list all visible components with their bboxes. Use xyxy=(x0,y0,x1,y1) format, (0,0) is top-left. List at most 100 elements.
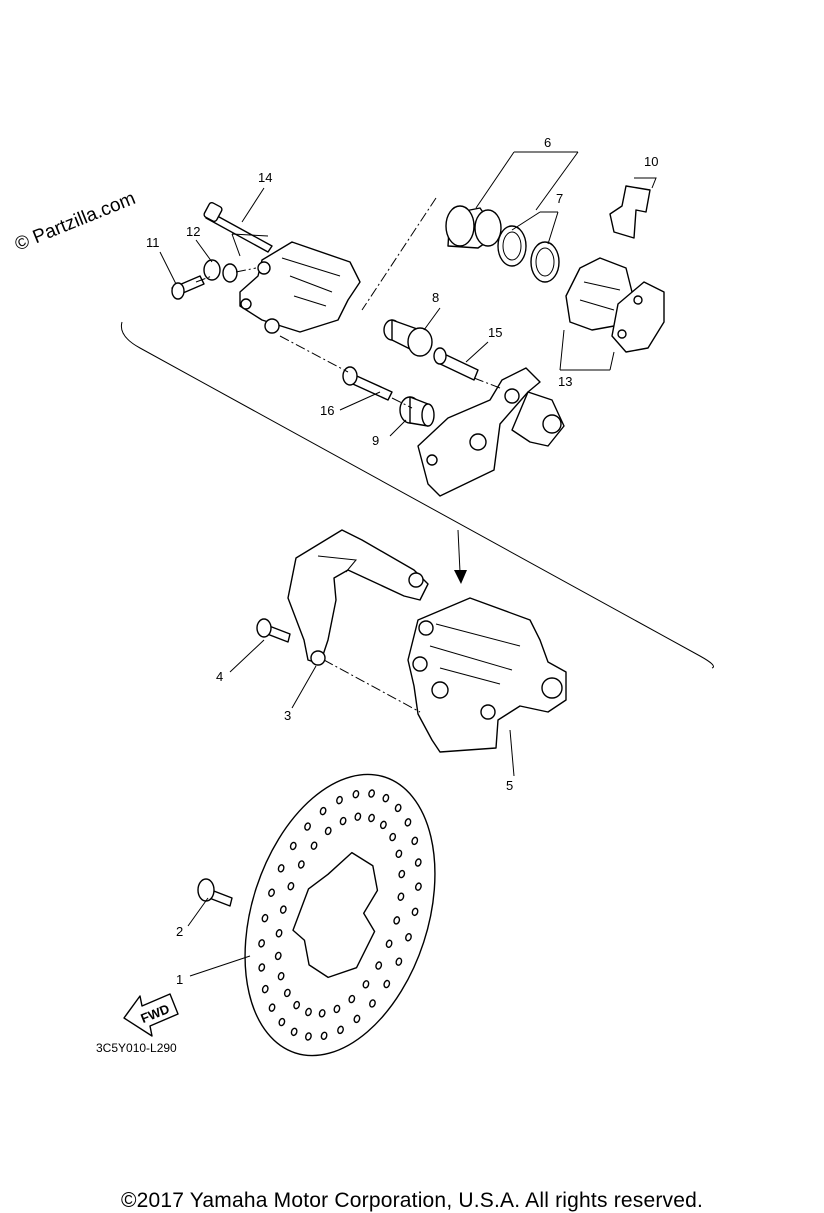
vent-hole xyxy=(290,1027,298,1037)
part-9-boot xyxy=(399,396,435,427)
part-caliper-body-upper xyxy=(239,241,361,334)
callout-6: 6 xyxy=(544,135,551,150)
vent-hole xyxy=(293,1000,301,1010)
assembly-arrow xyxy=(454,529,467,584)
callout-10: 10 xyxy=(644,154,658,169)
vent-hole xyxy=(279,905,287,914)
alignment-line xyxy=(323,659,421,713)
vent-hole xyxy=(305,1007,312,1017)
vent-hole xyxy=(362,980,370,989)
callout-2: 2 xyxy=(176,924,183,939)
vent-hole xyxy=(404,818,412,827)
part-2-bolt xyxy=(197,878,233,907)
vent-hole xyxy=(382,793,390,803)
part-caliper-bracket-upper xyxy=(417,367,565,497)
leader-lines xyxy=(159,151,657,977)
vent-hole xyxy=(310,841,318,850)
vent-hole xyxy=(368,789,375,798)
part-11-bleed-screw xyxy=(171,275,205,300)
callout-13: 13 xyxy=(558,374,572,389)
vent-hole xyxy=(383,979,391,989)
vent-hole xyxy=(398,869,406,879)
part-15-pin xyxy=(433,347,479,381)
vent-hole xyxy=(352,789,360,799)
part-10-pad-spring xyxy=(609,185,651,239)
vent-hole xyxy=(368,813,375,823)
vent-hole xyxy=(268,888,275,897)
vent-hole xyxy=(414,882,422,891)
part-14-bolt xyxy=(203,202,273,253)
vent-hole xyxy=(337,1025,344,1035)
vent-hole xyxy=(278,1017,286,1027)
callout-4: 4 xyxy=(216,669,223,684)
vent-hole xyxy=(395,849,403,859)
vent-hole xyxy=(339,816,347,826)
vent-hole xyxy=(277,864,285,873)
callout-14: 14 xyxy=(258,170,272,185)
vent-hole xyxy=(348,994,356,1004)
vent-hole xyxy=(304,822,311,831)
alignment-line xyxy=(473,377,501,389)
vent-hole xyxy=(405,933,412,942)
copyright-notice: ©2017 Yamaha Motor Corporation, U.S.A. A… xyxy=(120,1189,704,1212)
part-3-caliper-bracket xyxy=(287,529,429,666)
vent-hole xyxy=(258,939,266,948)
callout-3: 3 xyxy=(284,708,291,723)
part-6-piston xyxy=(445,205,502,249)
vent-hole xyxy=(261,913,269,923)
part-5-caliper-assembly xyxy=(407,597,567,753)
callout-11: 11 xyxy=(146,235,160,250)
part-13-brake-pads xyxy=(565,257,665,353)
part-7-seals xyxy=(497,225,560,283)
vent-hole xyxy=(414,858,422,867)
vent-hole xyxy=(389,832,397,842)
vent-hole xyxy=(411,907,419,917)
vent-hole xyxy=(393,916,401,925)
vent-hole xyxy=(397,892,405,901)
vent-hole xyxy=(324,826,332,836)
fwd-arrow-icon: FWD xyxy=(123,993,179,1037)
callout-7: 7 xyxy=(556,191,563,206)
part-1-brake-disc xyxy=(244,773,436,1057)
vent-hole xyxy=(369,999,376,1008)
vent-hole xyxy=(319,806,327,816)
part-8-boot xyxy=(383,319,433,357)
callout-8: 8 xyxy=(432,290,439,305)
part-16-pin xyxy=(342,366,393,401)
diagram-code: 3C5Y010-L290 xyxy=(96,1041,177,1055)
vent-hole xyxy=(289,841,297,851)
vent-hole xyxy=(379,820,387,830)
vent-hole xyxy=(305,1032,312,1041)
vent-hole xyxy=(336,795,343,805)
exploded-view-boundary xyxy=(120,321,714,669)
vent-hole xyxy=(394,803,402,813)
alignment-line xyxy=(361,197,437,311)
vent-hole xyxy=(318,1009,326,1018)
vent-hole xyxy=(277,971,285,981)
vent-hole xyxy=(333,1004,341,1014)
alignment-line xyxy=(235,267,257,273)
callout-15: 15 xyxy=(488,325,502,340)
vent-hole xyxy=(274,951,282,961)
callout-1: 1 xyxy=(176,972,183,987)
callout-16: 16 xyxy=(320,403,334,418)
vent-hole xyxy=(297,860,305,869)
vent-hole xyxy=(385,939,393,949)
alignment-line xyxy=(279,335,349,373)
vent-hole xyxy=(354,812,362,821)
vent-hole xyxy=(353,1014,361,1024)
vent-hole xyxy=(283,988,291,998)
vent-hole xyxy=(258,963,266,972)
alignment-line xyxy=(195,275,213,283)
callout-12: 12 xyxy=(186,224,200,239)
vent-hole xyxy=(320,1031,328,1041)
vent-hole xyxy=(395,957,403,966)
alignment-line xyxy=(391,397,413,409)
vent-hole xyxy=(261,984,269,994)
part-12-cap xyxy=(203,259,238,283)
disc-vent-holes xyxy=(258,789,422,1041)
vent-hole xyxy=(375,961,383,970)
vent-hole xyxy=(287,881,295,891)
part-4-bolt xyxy=(256,618,291,643)
